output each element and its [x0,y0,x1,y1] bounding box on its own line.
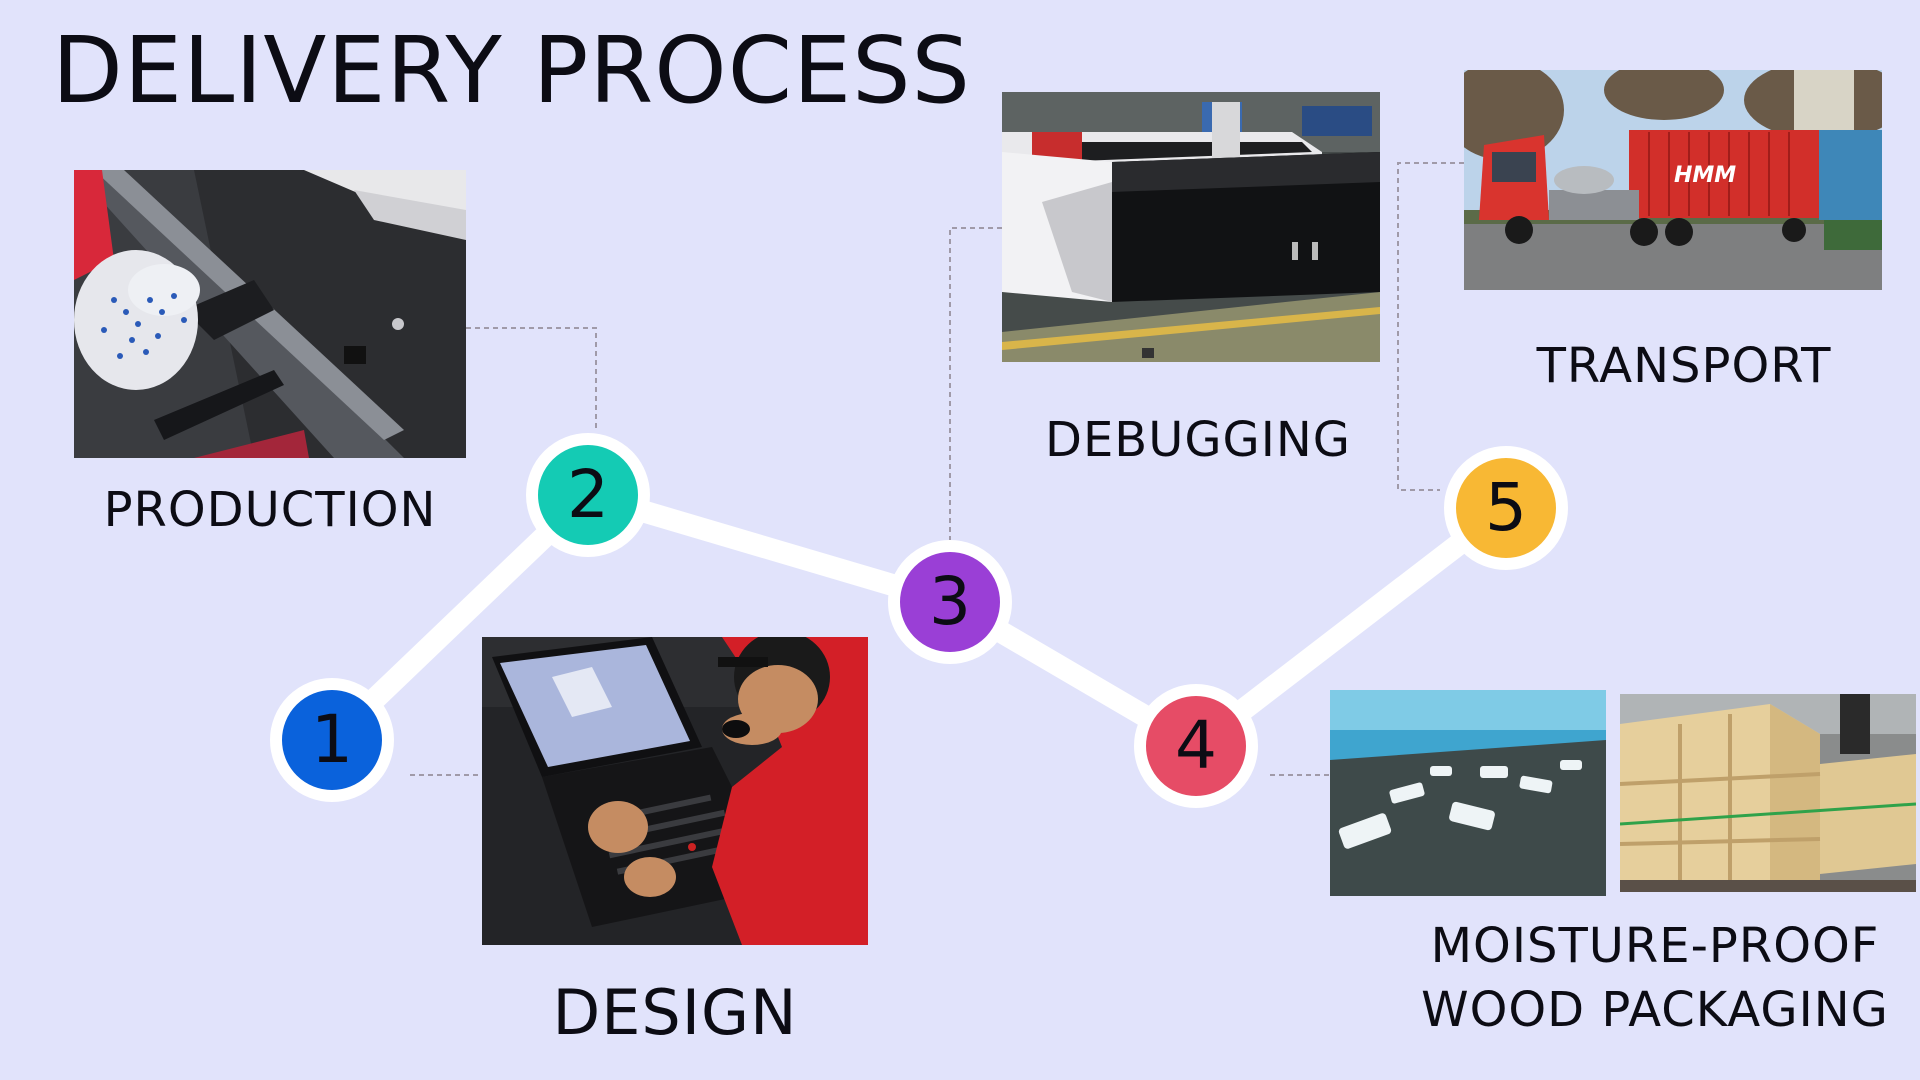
leader-line-5 [1397,162,1464,491]
step-3-label: DEBUGGING [1045,412,1351,468]
step-1-label: DESIGN [552,976,798,1049]
wood-crate-photo [1620,694,1916,892]
step-4-label-line2: WOOD PACKAGING [1421,981,1889,1038]
truck-container-text: HMM [1674,163,1736,188]
step-4-number: 4 [1175,707,1217,784]
laptop-design-photo [482,637,868,945]
step-2-circle: 2 [526,433,650,557]
step-4-label: MOISTURE-PROOF WOOD PACKAGING [1400,918,1910,1039]
production-rail-photo [74,170,466,458]
page-title: DELIVERY PROCESS [52,17,971,124]
step-5-label: TRANSPORT [1536,338,1832,394]
cutting-machine-photo [1002,92,1380,362]
step-3-circle: 3 [888,540,1012,664]
step-3-number: 3 [929,563,971,640]
leader-line-2 [466,327,597,430]
step-1-number: 1 [311,701,353,778]
step-4-circle: 4 [1134,684,1258,808]
desiccant-packets-photo [1330,690,1606,896]
step-2-label: PRODUCTION [103,482,437,538]
step-5-circle: 5 [1444,446,1568,570]
step-4-label-line1: MOISTURE-PROOF [1430,918,1880,974]
container-truck-photo: HMM [1464,70,1882,290]
step-5-number: 5 [1485,469,1527,546]
step-1-circle: 1 [270,678,394,802]
leader-line-3 [949,227,1002,540]
step-2-number: 2 [567,456,609,533]
